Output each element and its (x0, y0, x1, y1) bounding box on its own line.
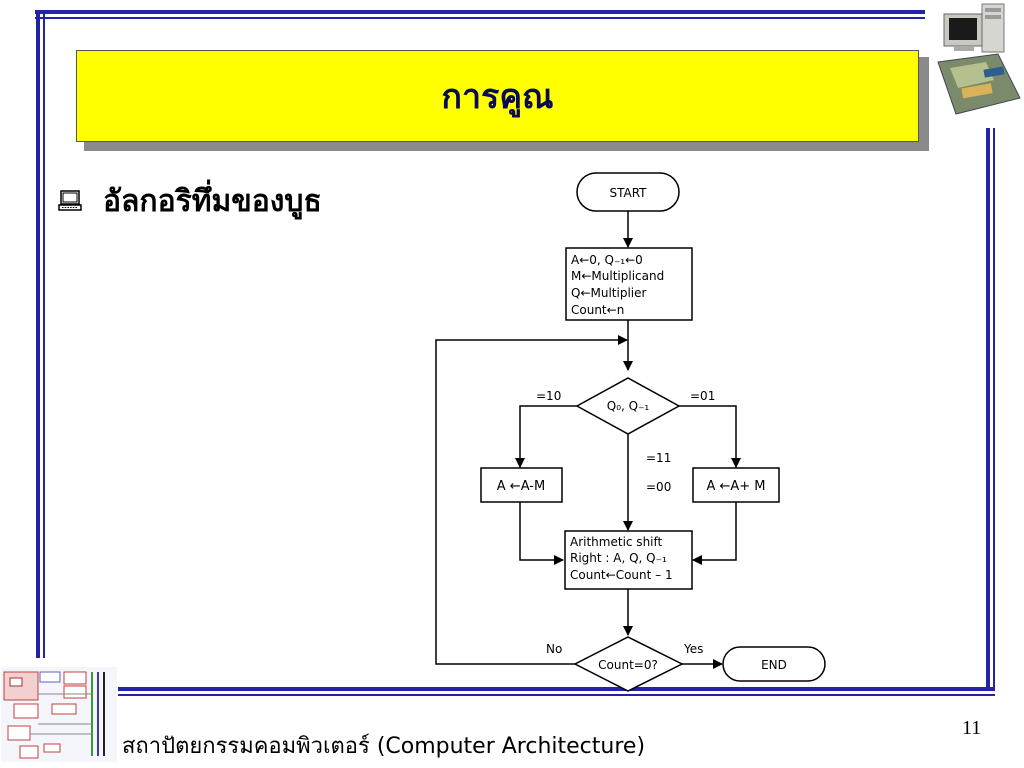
sub-label: A ←A-M (497, 479, 545, 494)
end-terminal (722, 646, 826, 682)
decision-label: Q₀, Q₋₁ (607, 399, 650, 413)
init-line-1: A←0, Q₋₁←0 (571, 253, 643, 267)
add-label: A ←A+ M (706, 479, 765, 494)
yes-label: Yes (683, 642, 703, 656)
slide-title: การคูณ (441, 77, 554, 117)
frame-right-line-1 (986, 128, 990, 690)
page-number: 11 (962, 717, 982, 739)
eq01-label: =01 (690, 389, 715, 403)
init-line-3: Q←Multiplier (571, 286, 647, 300)
frame-left-line-1 (36, 10, 40, 658)
no-label: No (546, 642, 562, 656)
sub-box (480, 467, 563, 503)
eq10-label: =10 (536, 389, 561, 403)
frame-left-line-2 (43, 10, 45, 658)
shift-box (564, 530, 693, 590)
computer-monitor-icon (58, 190, 82, 216)
footer-text: สถาปัตยกรรมคอมพิวเตอร์ (Computer Archite… (122, 734, 646, 759)
frame-bottom-line-1 (118, 687, 995, 691)
bullet-text: อัลกอริทึ่มของบูธ (103, 184, 322, 219)
frame-right-line-2 (993, 128, 995, 690)
shift-line-3: Count←Count – 1 (570, 568, 673, 582)
end-label: END (761, 658, 787, 672)
shift-line-2: Right : A, Q, Q₋₁ (570, 551, 667, 565)
eq00-label: =00 (646, 480, 671, 494)
shift-line-1: Arithmetic shift (570, 535, 663, 549)
frame-top-line-1 (35, 10, 925, 14)
title-box: การคูณ (76, 50, 919, 142)
init-line-2: M←Multiplicand (571, 269, 664, 283)
frame-bottom-line-2 (118, 694, 995, 696)
computer-hardware-icon (936, 2, 1022, 130)
count-label: Count=0? (598, 658, 658, 672)
count-decision (573, 636, 684, 692)
eq11-label: =11 (646, 451, 671, 465)
init-line-4: Count←n (571, 303, 624, 317)
booth-flowchart: START A←0, Q₋₁←0 M←Multiplicand Q←Multip… (435, 172, 826, 692)
add-box (692, 467, 780, 503)
init-box (565, 247, 693, 321)
system-diagram-icon (0, 664, 118, 768)
start-label: START (609, 186, 647, 200)
frame-top-line-2 (35, 17, 925, 19)
